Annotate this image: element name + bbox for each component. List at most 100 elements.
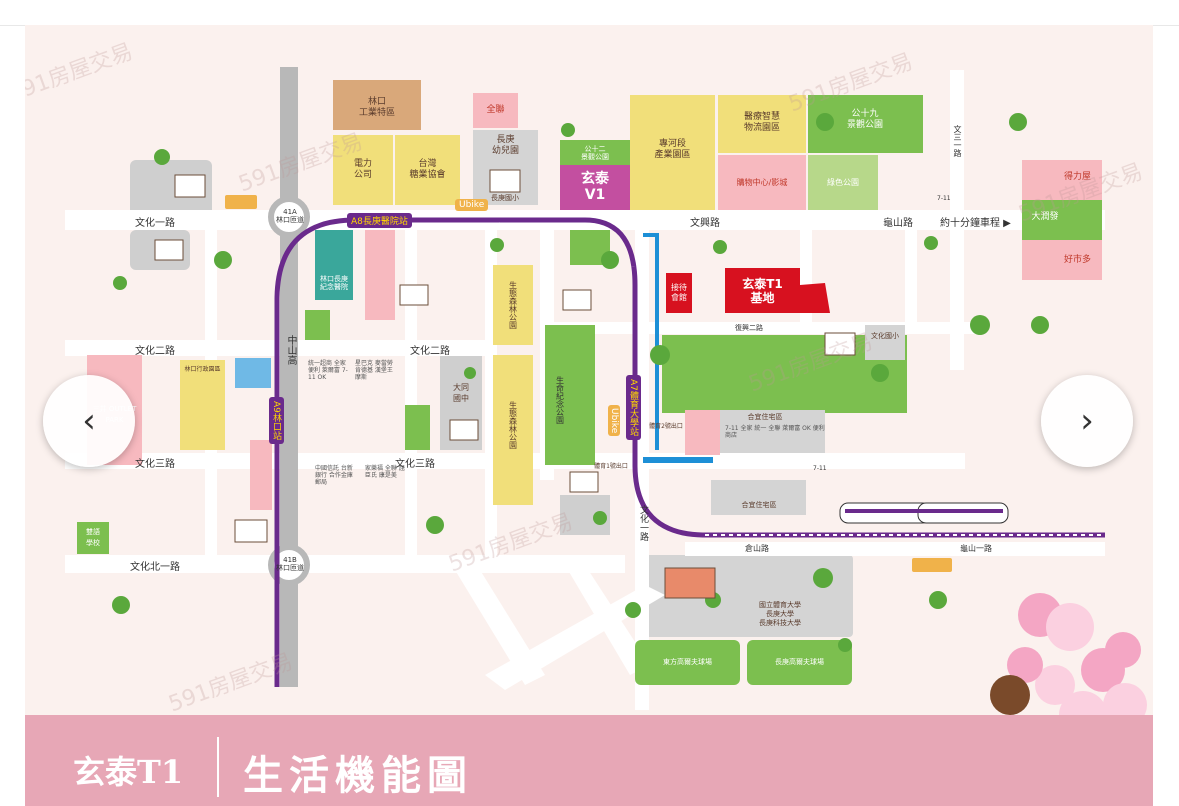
store-list-1: 統一超商 全家便利 萊爾富 7-11 OK bbox=[308, 360, 348, 381]
label-ecology: 生態森林公園 bbox=[508, 281, 518, 329]
label-highschool: 大同 國中 bbox=[453, 382, 469, 403]
map-frame: 林口 工業特區 電力 公司 台灣 糖業協會 全聯 長庚 幼兒園 長庚國小 公十二… bbox=[25, 25, 1153, 806]
label-health: 醫療智慧 物流園區 bbox=[743, 111, 780, 133]
blk-right-green bbox=[1022, 200, 1102, 240]
blk-fulian bbox=[473, 93, 518, 128]
station-a8: A8長庚醫院站 bbox=[347, 213, 412, 228]
road-guishan bbox=[685, 542, 1105, 556]
blk-shop bbox=[718, 155, 806, 210]
label-sec: 專河段 產業園區 bbox=[654, 139, 691, 160]
blk-small-green-4 bbox=[305, 310, 330, 340]
road-v6 bbox=[950, 70, 964, 370]
label-fulian: 全聯 bbox=[486, 104, 505, 115]
blk-pink-1 bbox=[365, 230, 395, 320]
project-title: 玄泰T1 bbox=[73, 753, 184, 791]
blk-school-right bbox=[865, 325, 905, 360]
blk-v1 bbox=[560, 165, 630, 210]
label-eco: 綠色公園 bbox=[827, 178, 859, 187]
road-label-wenhua2a: 文化二路 bbox=[135, 346, 175, 357]
label-taisugar: 台灣 糖業協會 bbox=[409, 158, 446, 180]
blk-taisugar bbox=[395, 135, 460, 205]
buildings bbox=[154, 169, 856, 599]
label-primary: 長庚國小 bbox=[491, 193, 519, 202]
road-label-wenhua1v: 文化一路 bbox=[638, 505, 648, 541]
label-ecology2: 生態森林公園 bbox=[508, 401, 518, 449]
road-label-cangshan: 倉山路 bbox=[745, 544, 769, 553]
page-title: 生活機能圖 bbox=[243, 752, 473, 799]
title-divider bbox=[217, 737, 219, 797]
station-a9: A9林口站 bbox=[269, 397, 284, 444]
store-list-4: 家樂福 全聯 屈臣氏 康是美 bbox=[365, 465, 405, 479]
blue-line-bar bbox=[643, 457, 713, 463]
blk-life bbox=[545, 325, 595, 465]
blk-memorial bbox=[315, 230, 353, 300]
store-list-3: 中國信託 台新銀行 合作金庫 郵局 bbox=[315, 465, 353, 486]
label-linkou-park: 林口行政園區 bbox=[184, 365, 221, 373]
bottom-banner bbox=[25, 715, 1153, 806]
road-label-wenhuabei1: 文化北一路 bbox=[130, 562, 180, 573]
label-v1: 玄泰 V1 bbox=[581, 171, 609, 203]
road-label-guishan1: 龜山路 bbox=[883, 218, 913, 229]
label-a7exit2: 體育2號出口 bbox=[649, 422, 683, 430]
store-list-2: 星巴克 麥當勞 肯德基 漢堡王 摩斯 bbox=[355, 360, 393, 381]
road-label-wenhua3b: 文化三路 bbox=[395, 459, 435, 470]
blk-power bbox=[333, 135, 393, 205]
top-bar bbox=[0, 0, 1179, 26]
metro-line bbox=[274, 217, 1105, 687]
label-hejin2: 合宜住宅區 bbox=[741, 500, 777, 509]
road-label-wenhua2b: 文化二路 bbox=[410, 346, 450, 357]
blk-blue-1 bbox=[235, 358, 271, 388]
metro-blue-line bbox=[643, 233, 659, 450]
station-a7: A7體育大學站 bbox=[626, 375, 641, 440]
road-label-wenxing: 文興路 bbox=[690, 218, 720, 229]
road-label-r711a: 7-11 bbox=[937, 195, 951, 202]
grey-zone-5 bbox=[711, 480, 806, 515]
label-sports-univ: 國立體育大學 長庚大學 長庚科技大學 bbox=[759, 601, 801, 627]
blk-industrial bbox=[333, 80, 421, 130]
label-golf2: 長庚高爾夫球場 bbox=[775, 657, 824, 666]
blk-eco bbox=[808, 155, 878, 210]
label-golf1: 東方高爾夫球場 bbox=[663, 657, 712, 666]
ubike-label-2: Ubike bbox=[608, 405, 620, 437]
blk-small-green-2 bbox=[405, 405, 430, 450]
interchange-41b bbox=[268, 544, 310, 586]
bus-2 bbox=[912, 558, 952, 572]
road-label-fuxing2: 復興二路 bbox=[735, 324, 763, 332]
blk-sec bbox=[630, 95, 715, 210]
blk-t1-tail bbox=[800, 283, 830, 313]
balloons bbox=[1007, 593, 1147, 725]
label-memorial: 林口長庚 紀念醫院 bbox=[320, 274, 348, 291]
road-label-yunfei: 約十分鐘車程 ▶ bbox=[940, 218, 1011, 229]
label-power: 電力 公司 bbox=[353, 158, 372, 180]
next-button[interactable]: › bbox=[1041, 375, 1133, 467]
blk-golf2 bbox=[747, 640, 852, 685]
label-t1: 玄泰T1 基地 bbox=[742, 276, 783, 305]
trees bbox=[112, 113, 1049, 652]
blk-hejin-pink bbox=[685, 410, 720, 455]
road-label-ic41a: 41A 林口匝道 bbox=[276, 208, 304, 224]
label-park19: 公十九 景觀公園 bbox=[846, 108, 883, 130]
road-label-wenhua3a: 文化三路 bbox=[135, 459, 175, 470]
blk-small-green-1 bbox=[77, 522, 109, 554]
blk-yellow-1 bbox=[180, 360, 225, 450]
blk-reception bbox=[666, 273, 692, 313]
blk-park12 bbox=[560, 140, 630, 165]
prev-button[interactable]: ‹ bbox=[43, 375, 135, 467]
road-label-zhongshan: 中山高 bbox=[285, 335, 296, 365]
label-shuangyu: 雙語 學校 bbox=[86, 528, 100, 547]
bus bbox=[225, 195, 257, 209]
label-park12: 公十二 景觀公園 bbox=[581, 144, 609, 161]
road-v8 bbox=[905, 230, 917, 330]
map-canvas bbox=[25, 25, 1153, 725]
road-label-wenhua1: 文化一路 bbox=[135, 218, 175, 229]
road-label-r711b: 7-11 bbox=[813, 465, 827, 472]
label-dengfu: 得力屋 bbox=[1063, 171, 1091, 182]
blk-pink-2 bbox=[250, 440, 272, 510]
blk-health bbox=[718, 95, 806, 153]
label-darunfa: 大潤發 bbox=[1031, 211, 1059, 222]
blk-t1 bbox=[725, 268, 800, 313]
road-v7 bbox=[800, 230, 812, 330]
road-v2 bbox=[405, 230, 417, 560]
road-label-guishan2: 龜山一路 bbox=[960, 544, 992, 553]
label-hejin: 合宜住宅區 bbox=[747, 412, 783, 421]
